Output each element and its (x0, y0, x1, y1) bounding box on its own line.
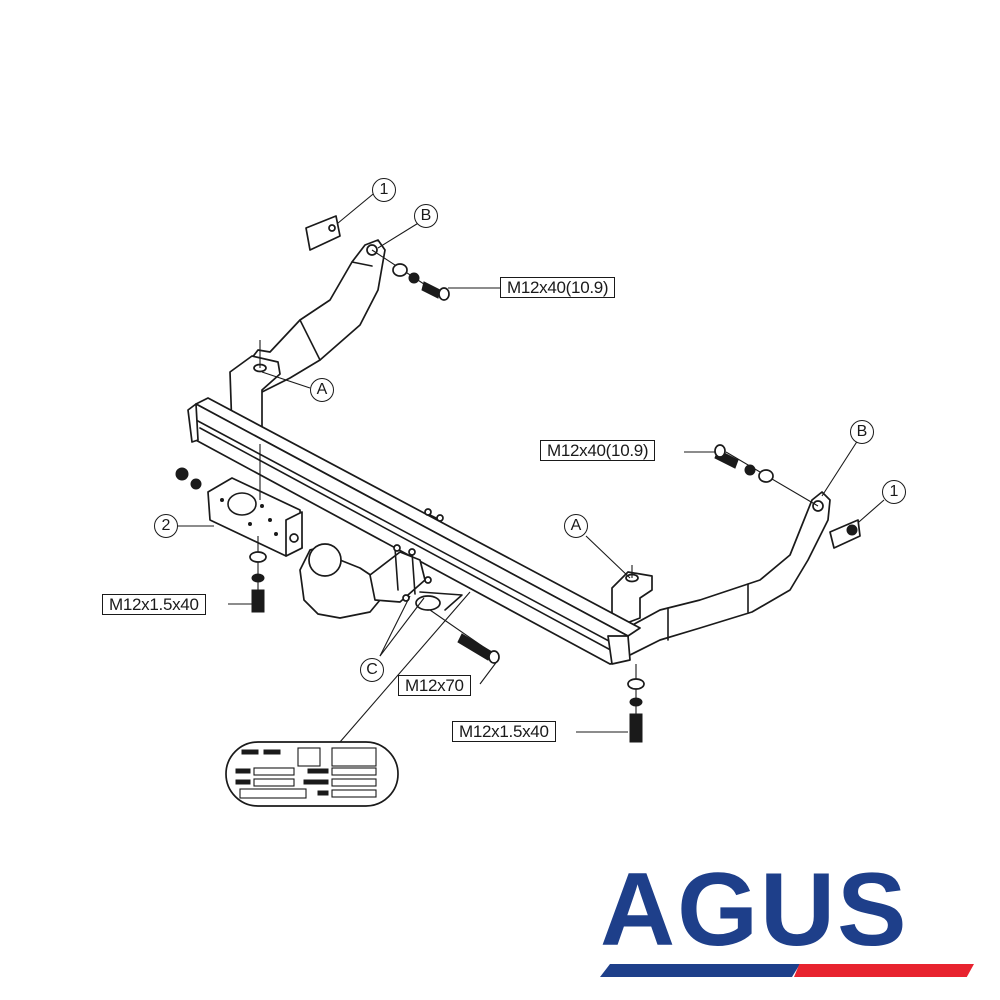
bolt-spec-bottom-left: M12x1.5x40 (102, 594, 206, 615)
brand-name: AGUS (600, 852, 909, 968)
id-plate-icon (225, 741, 399, 807)
bolt-spec-top-right: M12x40(10.9) (540, 440, 656, 461)
bolt-spec-bottom-right: M12x1.5x40 (452, 721, 556, 742)
callout-point-a-left: A (310, 378, 334, 402)
left-mounting-arm (229, 239, 386, 439)
tow-ball-assembly (299, 508, 463, 619)
callout-part-2: 2 (154, 514, 178, 538)
callout-point-b-right: B (850, 420, 874, 444)
fasteners (175, 215, 861, 743)
logo-stripe-blue (600, 964, 800, 977)
callout-part-1-left: 1 (372, 178, 396, 202)
side-plate-part-2 (207, 477, 303, 557)
callout-point-a-right: A (564, 514, 588, 538)
agus-logo: AGUS (600, 858, 980, 982)
right-mounting-arm (604, 491, 831, 661)
callout-point-c: C (360, 658, 384, 682)
bolt-spec-top-left: M12x40(10.9) (500, 277, 616, 298)
bolt-spec-center: M12x70 (398, 675, 471, 696)
main-crossbar (187, 397, 641, 665)
logo-stripe-red (794, 964, 974, 977)
callout-part-1-right: 1 (882, 480, 906, 504)
callout-point-b-left: B (414, 204, 438, 228)
